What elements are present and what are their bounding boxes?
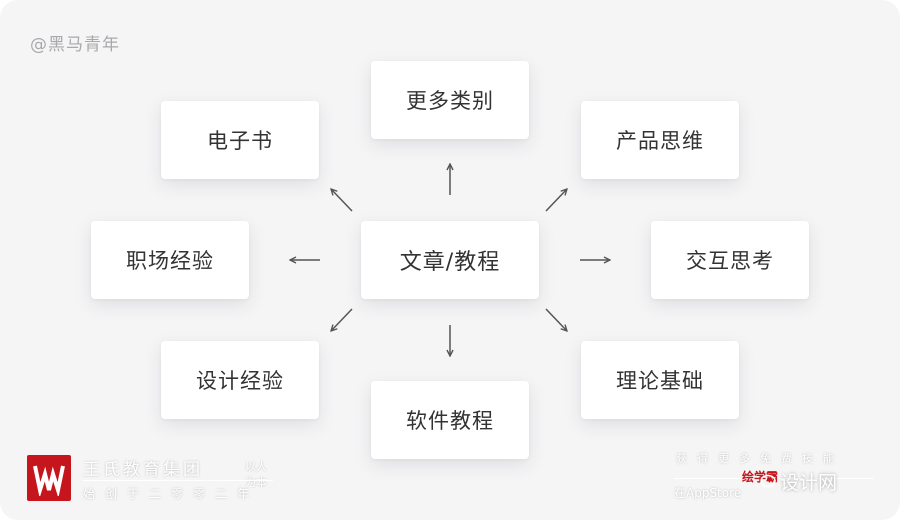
node-software-tutorial: 软件教程	[371, 381, 529, 459]
node-center-articles-tutorials: 文章/教程	[361, 221, 539, 299]
arrow-down-left	[331, 308, 353, 331]
watermark-right-app: 在AppStore	[674, 486, 742, 500]
node-product-thinking: 产品思维	[581, 101, 739, 179]
arrow-up-right	[545, 189, 567, 212]
wechat-bubble-icon	[760, 474, 776, 489]
watermark-right-brand: 绘学霸	[742, 470, 779, 484]
watermark-right-site: 设计网	[760, 468, 837, 495]
arrow-down-right	[545, 308, 567, 331]
watermark-right: 获得更多免费技能 绘学霸 设计网 在AppStore	[670, 450, 890, 510]
node-theory-basics: 理论基础	[581, 341, 739, 419]
watermark-right-site-text: 设计网	[780, 472, 838, 494]
node-more-categories: 更多类别	[371, 61, 529, 139]
company-logo-icon	[27, 455, 71, 501]
node-interaction-thinking: 交互思考	[651, 221, 809, 299]
node-design-experience: 设计经验	[161, 341, 319, 419]
node-ebook: 电子书	[161, 101, 319, 179]
node-workplace-experience: 职场经验	[91, 221, 249, 299]
watermark-right-top: 获得更多免费技能	[676, 452, 844, 465]
author-handle: @黑马青年	[30, 35, 120, 55]
watermark-divider	[83, 480, 273, 481]
watermark-motto: 以人为本	[245, 460, 267, 489]
watermark-left: 王氏教育集团 以人为本 始创于二零零二年	[27, 455, 277, 505]
watermark-company: 王氏教育集团	[83, 460, 203, 480]
arrow-up-left	[331, 189, 353, 212]
watermark-slogan: 始创于二零零二年	[83, 487, 260, 501]
